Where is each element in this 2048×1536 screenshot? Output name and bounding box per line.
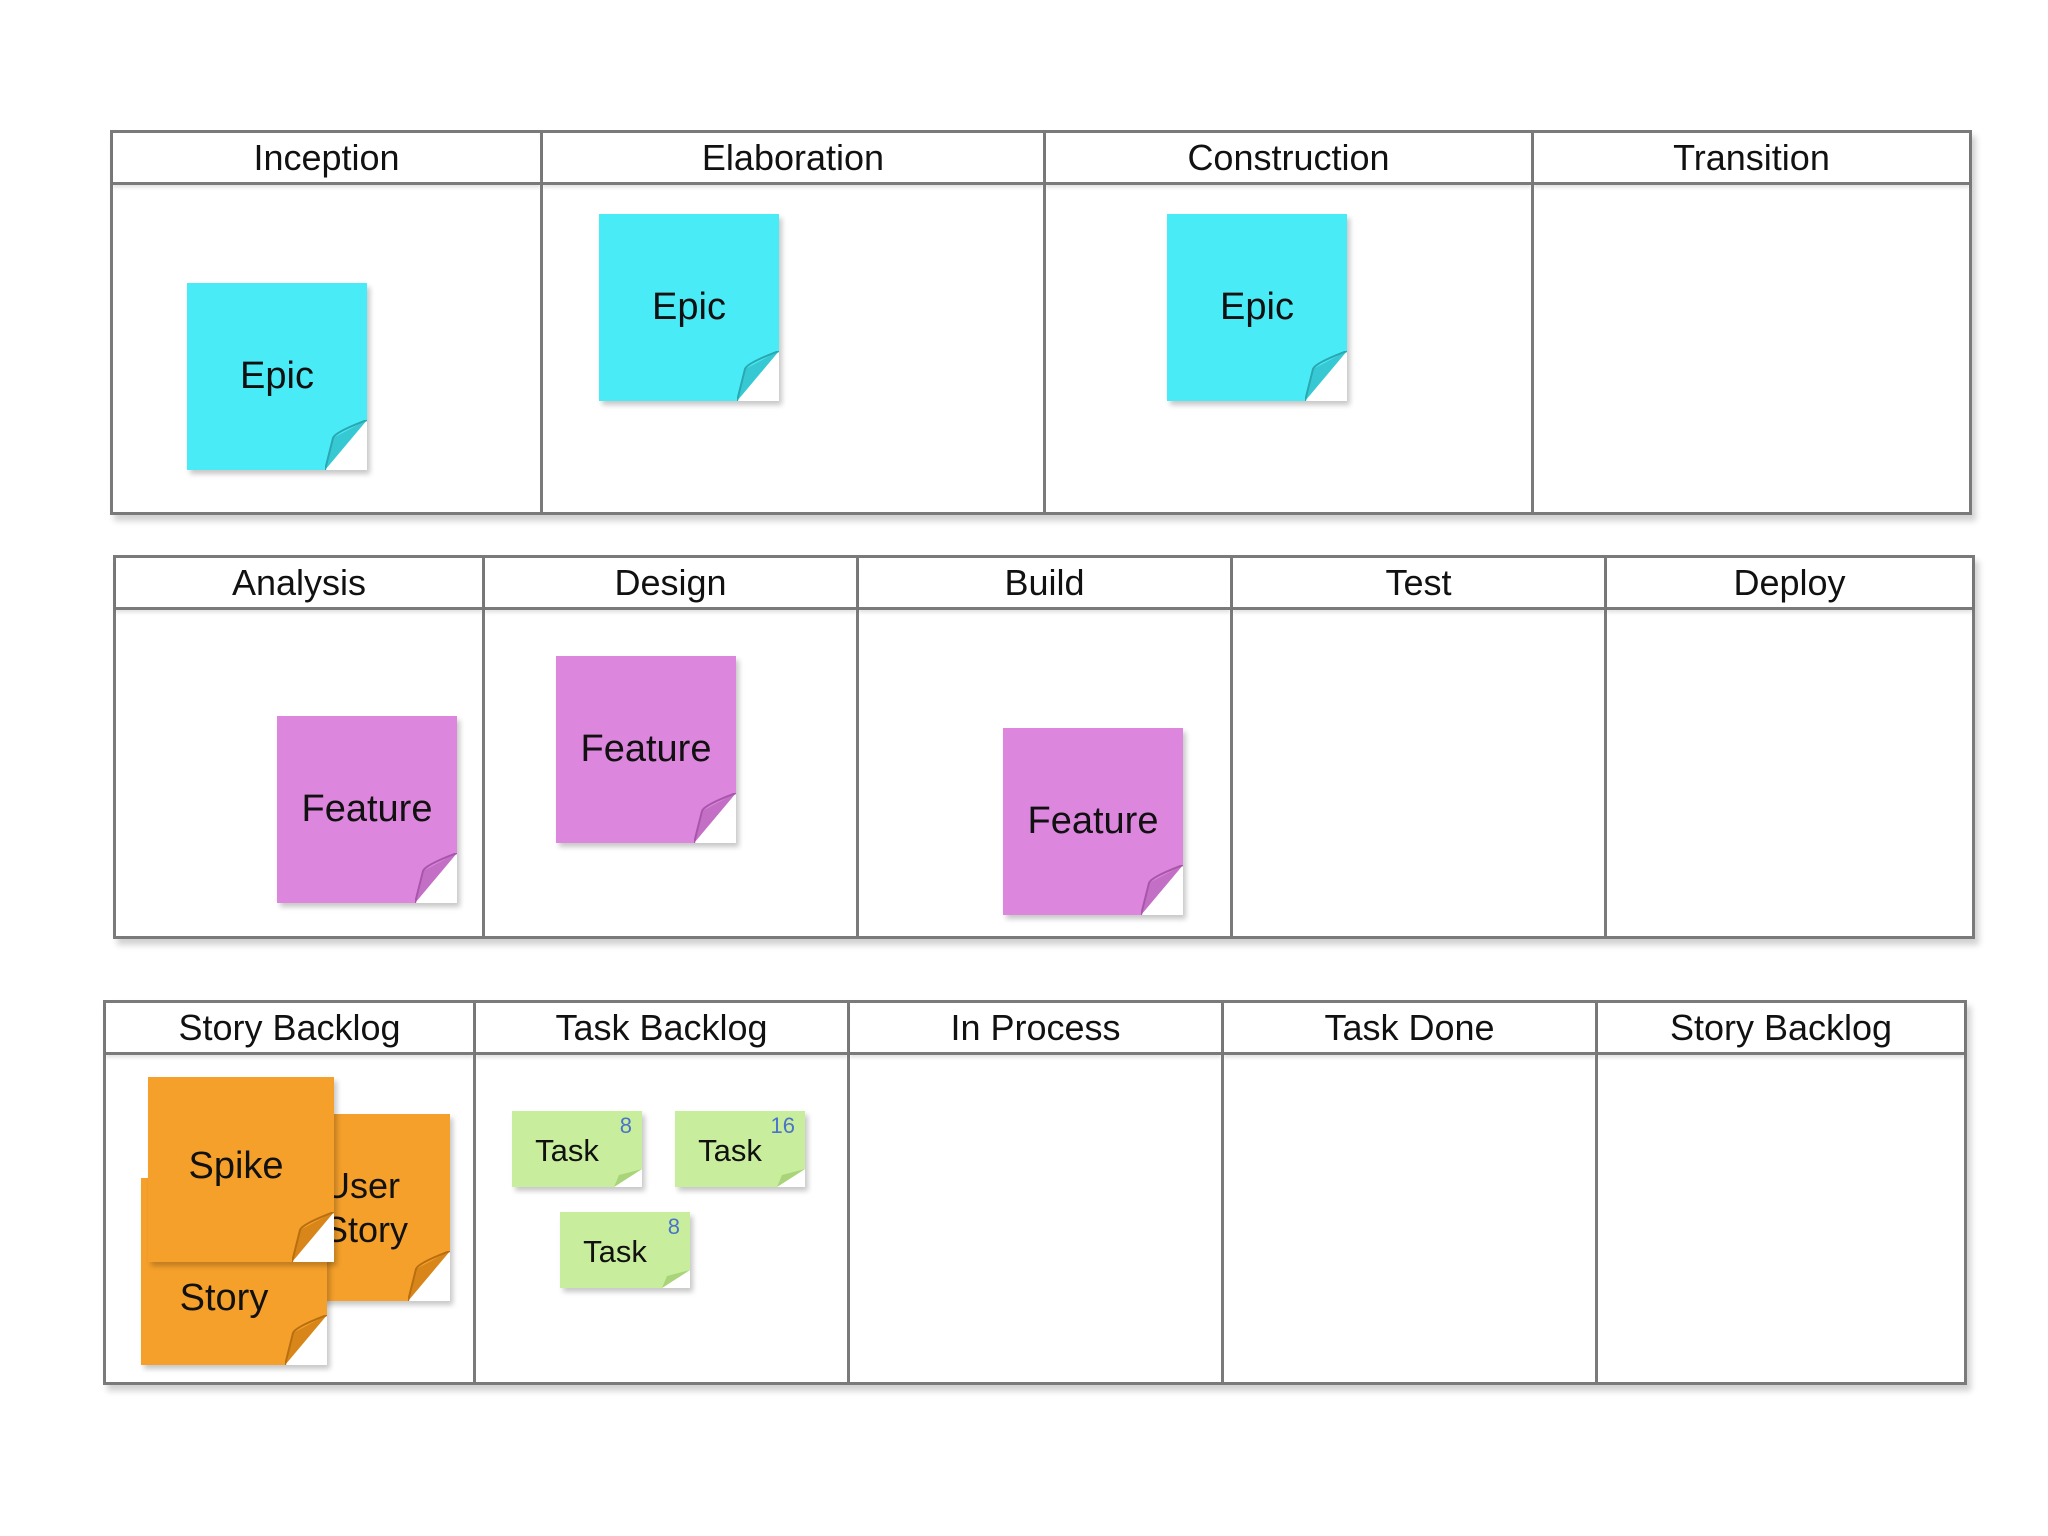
column-header: Deploy xyxy=(1607,558,1972,610)
column-story-done: Story Backlog xyxy=(1595,1003,1964,1382)
note-label: Feature xyxy=(580,728,712,770)
note-label: Feature xyxy=(1027,800,1159,842)
column-task-backlog: Task Backlog xyxy=(473,1003,847,1382)
column-build: Build xyxy=(856,558,1230,936)
column-deploy: Deploy xyxy=(1604,558,1972,936)
feature-note[interactable]: Feature xyxy=(277,716,457,903)
epic-note[interactable]: Epic xyxy=(599,214,779,401)
note-label: Epic xyxy=(240,355,314,397)
page-curl-icon xyxy=(285,1315,327,1365)
note-label: Task xyxy=(583,1234,647,1269)
page-curl-icon xyxy=(662,1270,690,1288)
task-estimate: 8 xyxy=(667,1214,680,1239)
page-curl-icon xyxy=(737,351,779,401)
column-transition: Transition xyxy=(1531,133,1969,512)
task-note[interactable]: Task 8 xyxy=(560,1212,690,1288)
feature-note[interactable]: Feature xyxy=(1003,728,1183,915)
column-inception: Inception xyxy=(113,133,540,512)
column-header: Task Backlog xyxy=(476,1003,847,1055)
column-header: Inception xyxy=(113,133,540,185)
column-in-process: In Process xyxy=(847,1003,1221,1382)
feature-note[interactable]: Feature xyxy=(556,656,736,843)
note-label: Task xyxy=(535,1133,599,1168)
column-header: Construction xyxy=(1046,133,1531,185)
column-header: Analysis xyxy=(116,558,482,610)
column-construction: Construction xyxy=(1043,133,1531,512)
page-curl-icon xyxy=(415,853,457,903)
note-label: Story xyxy=(179,1277,269,1319)
column-header: In Process xyxy=(850,1003,1221,1055)
note-label: Feature xyxy=(301,788,433,830)
column-header: Task Done xyxy=(1224,1003,1595,1055)
column-analysis: Analysis xyxy=(116,558,482,936)
column-story-backlog: Story Backlog xyxy=(106,1003,473,1382)
page-curl-icon xyxy=(614,1169,642,1187)
task-estimate: 16 xyxy=(770,1113,795,1138)
column-header: Build xyxy=(859,558,1230,610)
column-header: Elaboration xyxy=(543,133,1043,185)
note-label: User Story xyxy=(324,1165,409,1250)
page-curl-icon xyxy=(292,1212,334,1262)
epic-note[interactable]: Epic xyxy=(187,283,367,470)
column-header: Transition xyxy=(1534,133,1969,185)
page-curl-icon xyxy=(1305,351,1347,401)
note-label: Task xyxy=(698,1133,762,1168)
column-design: Design xyxy=(482,558,856,936)
page-curl-icon xyxy=(777,1169,805,1187)
task-estimate: 8 xyxy=(619,1113,632,1138)
column-header: Test xyxy=(1233,558,1604,610)
column-header: Story Backlog xyxy=(106,1003,473,1055)
column-header: Story Backlog xyxy=(1598,1003,1964,1055)
note-label: Spike xyxy=(188,1145,284,1187)
task-note[interactable]: Task 16 xyxy=(675,1111,805,1187)
column-header: Design xyxy=(485,558,856,610)
page-curl-icon xyxy=(325,420,367,470)
column-elaboration: Elaboration xyxy=(540,133,1043,512)
page-curl-icon xyxy=(408,1251,450,1301)
phase-board: Inception Elaboration Construction Trans… xyxy=(110,130,1972,515)
task-note[interactable]: Task 8 xyxy=(512,1111,642,1187)
page-curl-icon xyxy=(1141,865,1183,915)
page-curl-icon xyxy=(694,793,736,843)
note-label: Epic xyxy=(652,286,726,328)
epic-note[interactable]: Epic xyxy=(1167,214,1347,401)
column-task-done: Task Done xyxy=(1221,1003,1595,1382)
note-label: Epic xyxy=(1220,286,1294,328)
column-test: Test xyxy=(1230,558,1604,936)
spike-note[interactable]: Spike xyxy=(148,1077,334,1262)
